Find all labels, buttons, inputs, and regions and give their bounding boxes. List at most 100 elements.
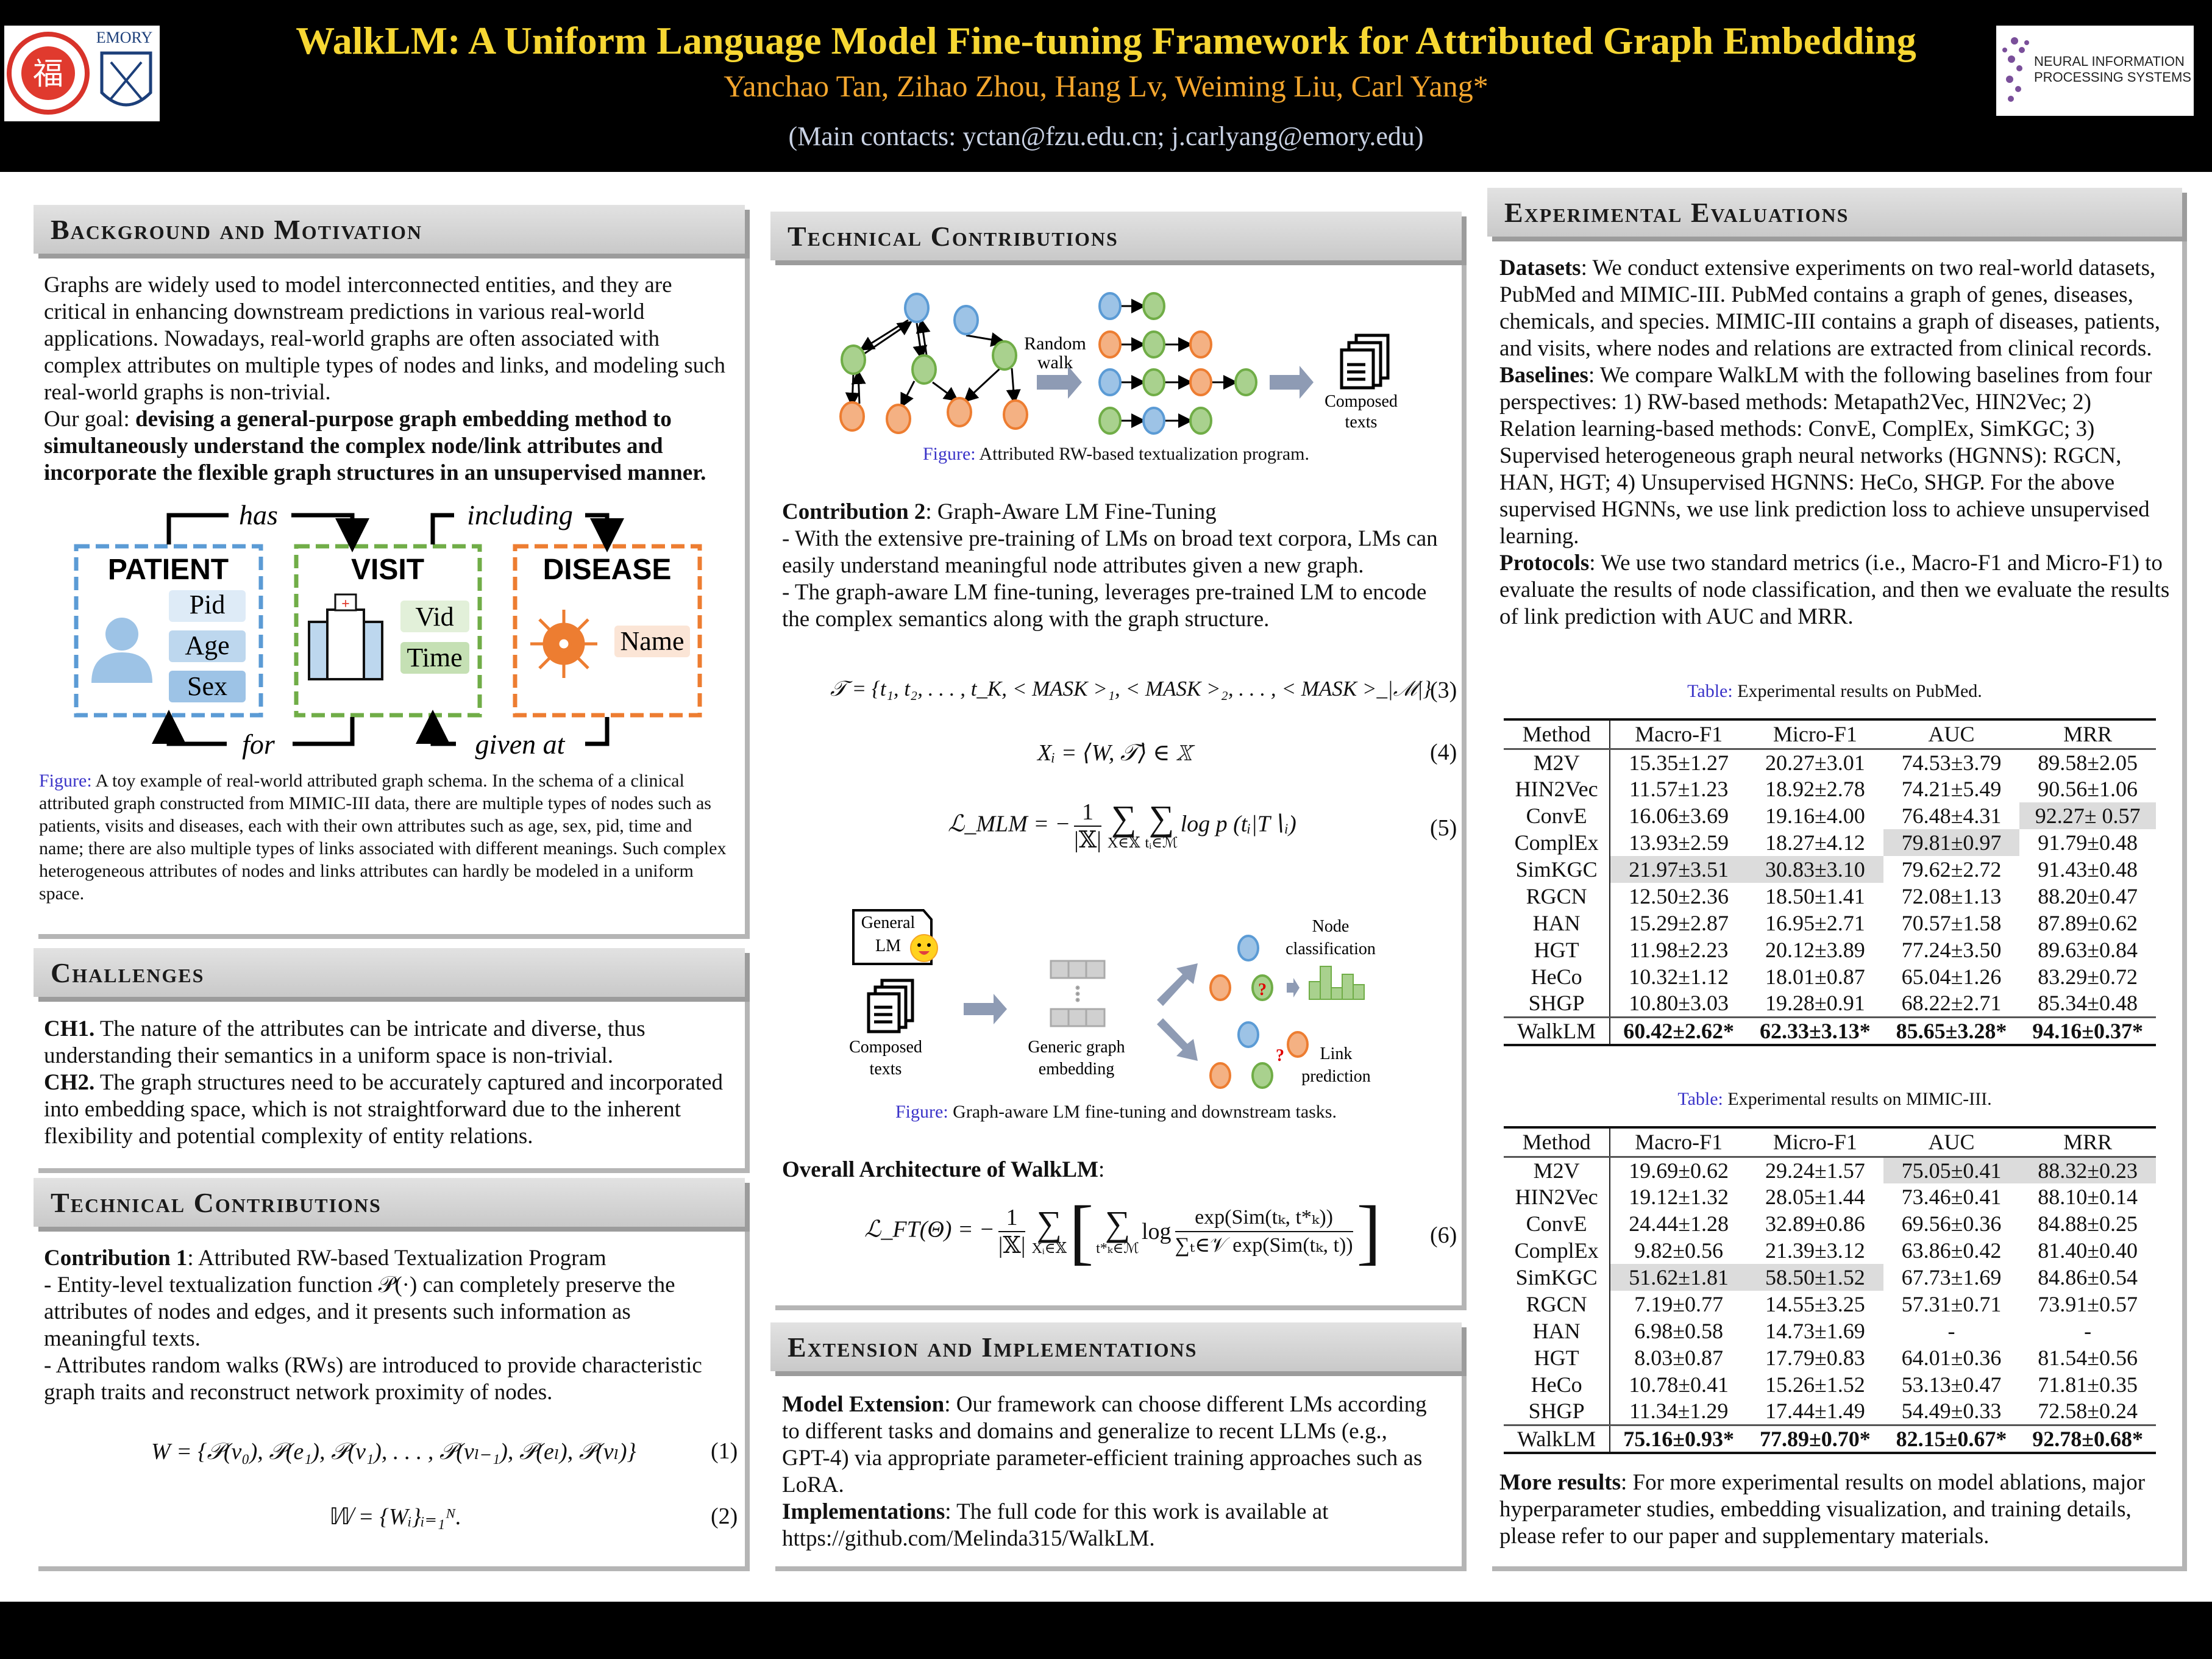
- column-header: MRR: [2019, 1127, 2156, 1158]
- svg-text:福: 福: [33, 56, 63, 91]
- metric-cell: 84.86±0.54: [2038, 1265, 2138, 1290]
- schema-figure: PATIENT Pid Age Sex VISIT + Vid Time DIS…: [74, 499, 702, 760]
- metric-cell: 89.58±2.05: [2038, 750, 2138, 775]
- goal-label: Our goal:: [44, 407, 136, 432]
- equation-2: 𝕎 = {Wᵢ}ᵢ₌₁ᴺ.: [327, 1504, 462, 1530]
- svg-text:EMORY: EMORY: [96, 29, 153, 46]
- metric-cell: 62.33±3.13*: [1747, 1016, 1883, 1045]
- extension-heading: Extension and Implementations: [770, 1322, 1462, 1371]
- caption-label: Figure:: [895, 1102, 948, 1122]
- contribution-2: Contribution 2: Graph-Aware LM Fine-Tuni…: [782, 499, 1453, 633]
- metric-cell: 8.03±0.87: [1634, 1346, 1724, 1370]
- graph-node: [1189, 330, 1212, 359]
- graph-node: [886, 404, 911, 434]
- metric-cell: 10.78±0.41: [1629, 1372, 1729, 1397]
- age-attr: Age: [185, 630, 229, 660]
- graph-node: [1234, 368, 1257, 396]
- metric-cell: 15.26±1.52: [1765, 1372, 1865, 1397]
- generic-embedding-label: embedding: [1039, 1060, 1114, 1079]
- goal-text: devising a general-purpose graph embeddi…: [44, 407, 706, 485]
- eq5-sum-index: X∈𝕏: [1107, 835, 1140, 851]
- equation-5-number: (5): [1430, 815, 1457, 841]
- metric-cell: 57.31±0.71: [1901, 1292, 2002, 1316]
- metric-cell: 79.62±2.72: [1901, 857, 2002, 882]
- schema-caption: Figure: A toy example of real-world attr…: [39, 769, 740, 905]
- more-results: More results: For more experimental resu…: [1499, 1469, 2173, 1550]
- hospital-icon: +: [308, 593, 383, 680]
- metric-cell: 18.50±1.41: [1765, 884, 1865, 908]
- metric-cell: 19.69±0.62: [1629, 1158, 1729, 1183]
- visit-box: VISIT + Vid Time: [294, 544, 482, 718]
- graph-node: [839, 401, 865, 432]
- documents-icon: [1340, 334, 1390, 390]
- method-cell: HIN2Vec: [1504, 776, 1611, 802]
- eq6-sum-index: t*ₖ∈ℳ: [1096, 1241, 1139, 1257]
- column-header: Micro-F1: [1747, 1127, 1883, 1158]
- caption-text: Graph-aware LM fine-tuning and downstrea…: [948, 1102, 1337, 1122]
- code-link[interactable]: https://github.com/Melinda315/WalkLM.: [782, 1526, 1155, 1551]
- graph-node: [1098, 407, 1122, 435]
- pubmed-table-caption: Table: Experimental results on PubMed.: [1487, 680, 2182, 702]
- metric-cell: 88.20±0.47: [2038, 884, 2138, 908]
- embedding-vectors: [1050, 960, 1106, 1027]
- graph-node: [1237, 935, 1259, 962]
- metric-cell: 53.13±0.47: [1901, 1372, 2002, 1397]
- equation-6-number: (6): [1430, 1222, 1457, 1248]
- background-panel: [34, 205, 745, 934]
- relation-arrows: [152, 513, 624, 746]
- metric-cell: 73.46±0.41: [1901, 1185, 2002, 1209]
- given-at-label: given at: [475, 729, 566, 760]
- metric-cell: 18.01±0.87: [1765, 965, 1865, 989]
- metric-cell: 64.01±0.36: [1901, 1346, 2002, 1370]
- metric-cell: 18.92±2.78: [1765, 777, 1865, 801]
- metric-cell: 75.16±0.93*: [1610, 1424, 1748, 1453]
- contribution-1: Contribution 1: Attributed RW-based Text…: [44, 1245, 739, 1406]
- graph-node: [1098, 330, 1122, 359]
- metric-cell: 19.28±0.91: [1765, 991, 1865, 1016]
- metric-cell: 82.15±0.67*: [1883, 1424, 2020, 1453]
- c2-title: : Graph-Aware LM Fine-Tuning: [925, 499, 1217, 524]
- implementations-label: Implementations: [782, 1499, 945, 1524]
- patient-box: PATIENT Pid Age Sex: [74, 544, 263, 718]
- metric-cell: 77.24±3.50: [1901, 938, 2002, 962]
- caption-text: A toy example of real-world attributed g…: [39, 771, 727, 904]
- eq5-lhs: ℒ_MLM = −: [948, 811, 1071, 837]
- extension-text: Model Extension: Our framework can choos…: [782, 1391, 1434, 1552]
- disease-label: DISEASE: [543, 554, 672, 586]
- method-cell: WalkLM: [1504, 1016, 1611, 1045]
- generic-embedding-label: Generic graph: [1028, 1038, 1125, 1057]
- eq6-numerator: 1: [998, 1204, 1026, 1232]
- metric-cell: 89.63±0.84: [2038, 938, 2138, 962]
- random-walk-label: walk: [1037, 352, 1073, 373]
- svg-text:NEURAL INFORMATION: NEURAL INFORMATION: [2034, 54, 2185, 69]
- equation-4: Xᵢ = ⟨W, 𝒯⟩ ∈ 𝕏: [1037, 740, 1192, 766]
- metric-cell: 91.43±0.48: [2038, 857, 2138, 882]
- column-header: AUC: [1883, 1127, 2020, 1158]
- bar-chart-icon: [1309, 966, 1365, 1000]
- c2-label: Contribution 2: [782, 499, 926, 524]
- graph-node: [1209, 1062, 1231, 1089]
- random-walk-label: Random: [1024, 334, 1086, 354]
- baselines-text: : We compare WalkLM with the following b…: [1499, 363, 2152, 549]
- datasets-text: : We conduct extensive experiments on tw…: [1499, 255, 2160, 361]
- method-cell: RGCN: [1504, 1291, 1611, 1318]
- metric-cell: 77.89±0.70*: [1747, 1424, 1883, 1453]
- poster-title: WalkLM: A Uniform Language Model Fine-tu…: [296, 19, 1916, 62]
- experiments-heading: Experimental Evaluations: [1487, 188, 2182, 237]
- composed-texts-label: Composed: [1325, 392, 1398, 411]
- metric-cell: 7.19±0.77: [1634, 1292, 1724, 1316]
- metric-cell: 65.04±1.26: [1901, 965, 2002, 989]
- metric-cell: 11.98±2.23: [1629, 938, 1729, 962]
